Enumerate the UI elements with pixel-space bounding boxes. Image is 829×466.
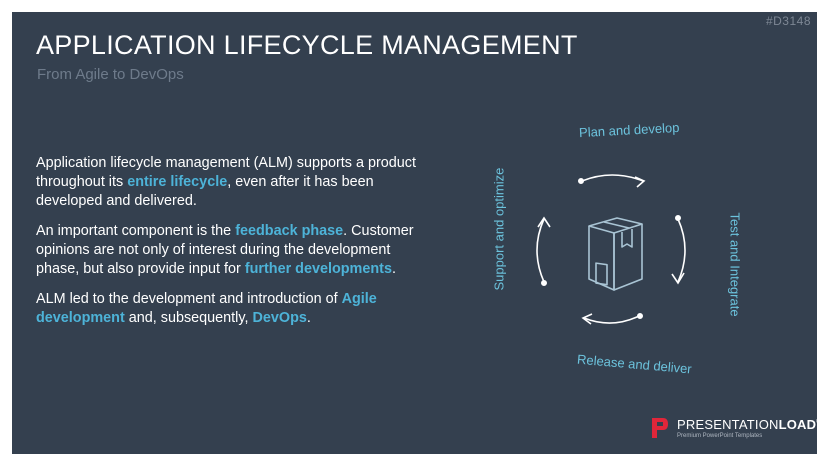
- paragraph-2: An important component is the feedback p…: [36, 222, 416, 279]
- highlight-text: further developments: [244, 261, 392, 277]
- cycle-arrows: [536, 174, 686, 325]
- logo-name-bold: LOAD: [778, 417, 817, 432]
- highlight-text: feedback phase: [235, 223, 344, 239]
- slide: #D3148 APPLICATION LIFECYCLE MANAGEMENT …: [12, 12, 817, 454]
- body-text: Application lifecycle management (ALM) s…: [36, 154, 416, 339]
- arrow-test: [671, 215, 686, 285]
- arrow-release: [581, 313, 644, 325]
- slide-title: APPLICATION LIFECYCLE MANAGEMENT: [36, 30, 578, 60]
- paragraph-3: ALM led to the development and introduct…: [36, 290, 416, 328]
- paragraph-text: , even after it has been developed and d…: [36, 174, 374, 209]
- paragraph-text: . Customer opinions are not only of inte…: [36, 223, 414, 277]
- stage-support-label: Support and optimize: [491, 167, 507, 291]
- paragraph-text: Application lifecycle management (ALM) s…: [36, 155, 416, 190]
- paragraph-text: .: [306, 310, 311, 326]
- paragraph-text: and, subsequently,: [124, 310, 253, 326]
- package-box-icon: [588, 217, 643, 291]
- presentationload-logo-icon: [652, 418, 668, 438]
- logo-registered-mark: ®: [816, 419, 817, 426]
- logo-name-light: PRESENTATION: [677, 417, 779, 432]
- highlight-text: Agile development: [36, 291, 377, 326]
- paragraph-text: ALM led to the development and introduct…: [36, 291, 342, 307]
- lifecycle-diagram: Plan and develop Test and Integrate Rele…: [467, 107, 757, 397]
- slide-subtitle: From Agile to DevOps: [37, 66, 184, 83]
- logo-wordmark: PRESENTATIONLOAD®: [677, 417, 817, 432]
- highlight-text: DevOps: [252, 310, 307, 326]
- paragraph-text: An important component is the: [36, 223, 236, 239]
- logo-tagline: Premium PowerPoint Templates: [677, 433, 763, 439]
- paragraph-1: Application lifecycle management (ALM) s…: [36, 154, 416, 211]
- paragraph-text: .: [391, 261, 396, 277]
- arrow-plan: [578, 174, 646, 188]
- stage-test-label: Test and Integrate: [727, 212, 743, 317]
- highlight-text: entire lifecycle: [127, 174, 228, 190]
- arrow-support: [536, 216, 551, 287]
- slide-code: #D3148: [765, 14, 811, 28]
